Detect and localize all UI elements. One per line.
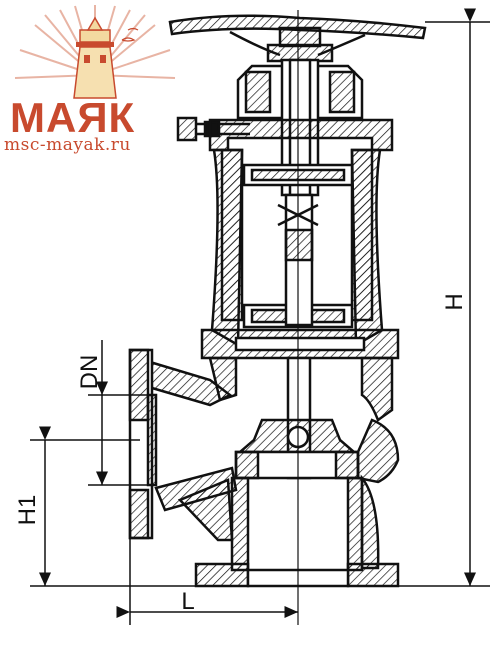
dimension-label-dn: DN (76, 354, 103, 390)
dimension-label-l: L (181, 588, 195, 615)
dimension-label-h1: H1 (14, 494, 41, 526)
watermark-logo: МАЯК msc-mayak.ru (0, 0, 190, 160)
dimension-label-h: H (441, 293, 468, 311)
logo-name: МАЯК (10, 94, 136, 141)
lighthouse-icon (14, 5, 176, 99)
logo-url: msc-mayak.ru (4, 135, 131, 155)
